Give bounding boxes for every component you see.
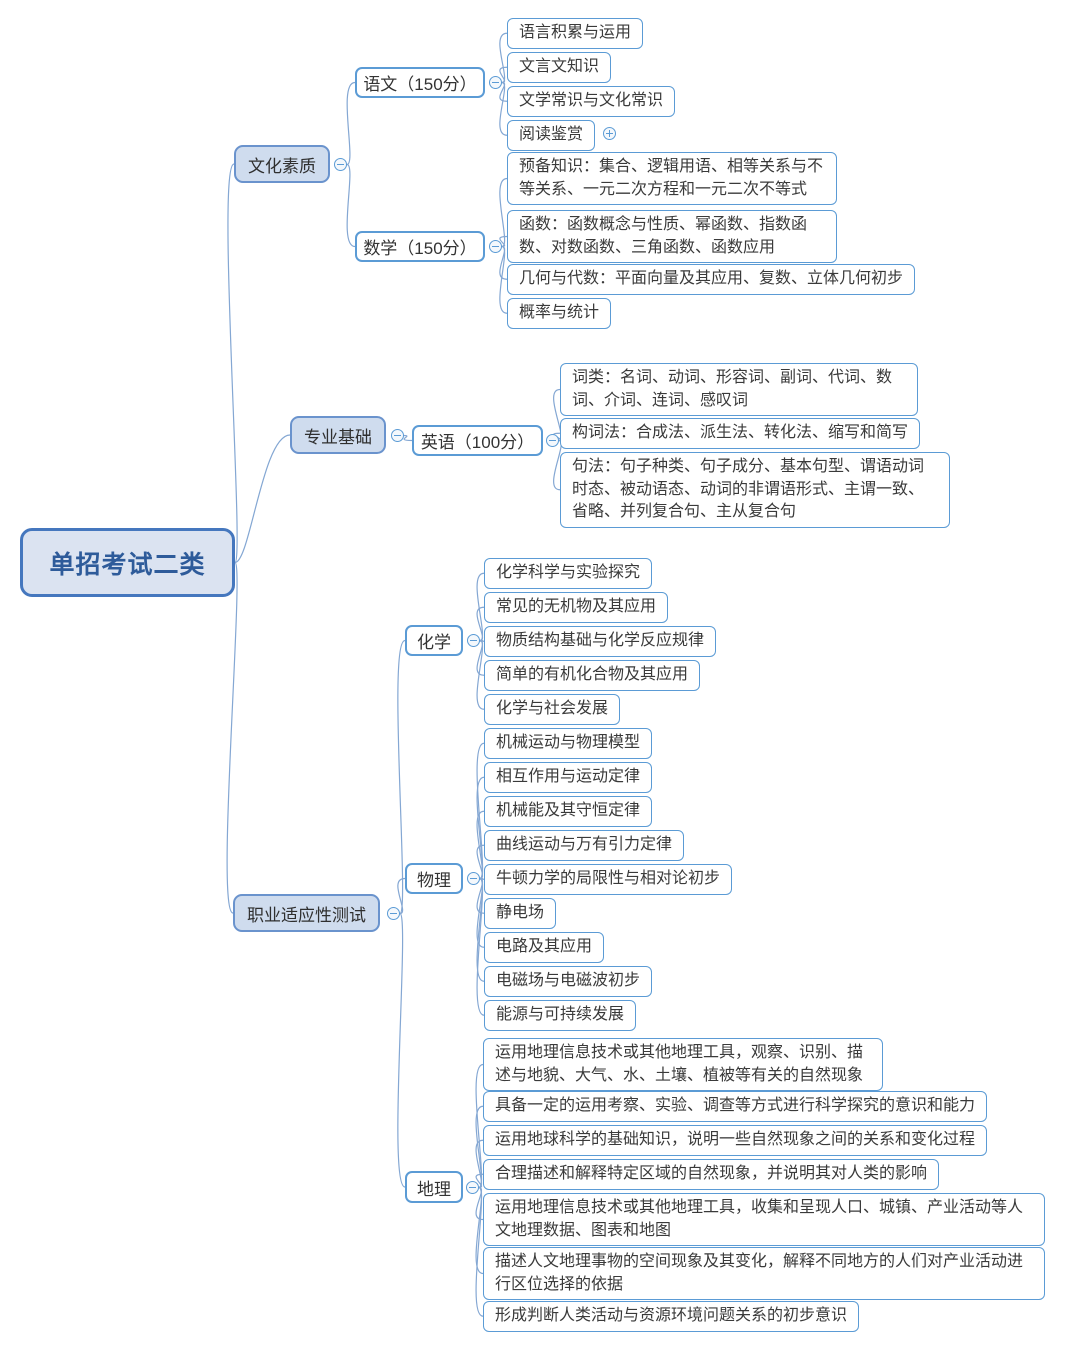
subject-node-geography[interactable]: 地理 <box>405 1171 463 1203</box>
collapse-icon[interactable] <box>467 634 480 647</box>
subject-node-english[interactable]: 英语（100分） <box>412 425 543 456</box>
collapse-icon[interactable] <box>489 240 502 253</box>
collapse-icon[interactable] <box>489 76 502 89</box>
topic-node[interactable]: 预备知识：集合、逻辑用语、相等关系与不等关系、一元二次方程和一元二次不等式 <box>507 152 837 205</box>
branch-node-major-foundation[interactable]: 专业基础 <box>290 416 386 454</box>
topic-node[interactable]: 曲线运动与万有引力定律 <box>484 830 685 861</box>
topic-node[interactable]: 运用地理信息技术或其他地理工具，观察、识别、描述与地貌、大气、水、土壤、植被等有… <box>483 1038 883 1091</box>
topic-node[interactable]: 具备一定的运用考察、实验、调查等方式进行科学探究的意识和能力 <box>483 1091 988 1122</box>
topic-node[interactable]: 化学科学与实验探究 <box>484 558 653 589</box>
collapse-icon[interactable] <box>334 158 347 171</box>
subject-node-math[interactable]: 数学（150分） <box>355 231 485 262</box>
topic-node[interactable]: 电磁场与电磁波初步 <box>484 966 653 997</box>
topic-node[interactable]: 能源与可持续发展 <box>484 1000 637 1031</box>
topic-node[interactable]: 电路及其应用 <box>484 932 605 963</box>
topic-node[interactable]: 形成判断人类活动与资源环境问题关系的初步意识 <box>483 1301 860 1332</box>
expand-icon[interactable] <box>603 127 616 140</box>
subject-node-chinese[interactable]: 语文（150分） <box>355 67 485 98</box>
topic-node[interactable]: 简单的有机化合物及其应用 <box>484 660 701 691</box>
topic-node[interactable]: 几何与代数：平面向量及其应用、复数、立体几何初步 <box>507 264 916 295</box>
topic-node[interactable]: 文学常识与文化常识 <box>507 86 676 117</box>
topic-node[interactable]: 物质结构基础与化学反应规律 <box>484 626 717 657</box>
collapse-icon[interactable] <box>466 1181 479 1194</box>
topic-node[interactable]: 合理描述和解释特定区域的自然现象，并说明其对人类的影响 <box>483 1159 940 1190</box>
topic-node[interactable]: 文言文知识 <box>507 52 612 83</box>
topic-node[interactable]: 静电场 <box>484 898 557 929</box>
topic-node[interactable]: 机械运动与物理模型 <box>484 728 653 759</box>
topic-node[interactable]: 句法：句子种类、句子成分、基本句型、谓语动词时态、被动语态、动词的非谓语形式、主… <box>560 452 950 528</box>
topic-node[interactable]: 函数：函数概念与性质、幂函数、指数函数、对数函数、三角函数、函数应用 <box>507 210 837 263</box>
collapse-icon[interactable] <box>387 907 400 920</box>
topic-node[interactable]: 运用地理信息技术或其他地理工具，收集和呈现人口、城镇、产业活动等人文地理数据、图… <box>483 1193 1045 1246</box>
topic-node[interactable]: 描述人文地理事物的空间现象及其变化，解释不同地方的人们对产业活动进行区位选择的依… <box>483 1247 1045 1300</box>
topic-node[interactable]: 相互作用与运动定律 <box>484 762 653 793</box>
topic-node[interactable]: 概率与统计 <box>507 298 612 329</box>
branch-node-culture-quality[interactable]: 文化素质 <box>234 145 330 183</box>
topic-node[interactable]: 机械能及其守恒定律 <box>484 796 653 827</box>
topic-node[interactable]: 牛顿力学的局限性与相对论初步 <box>484 864 733 895</box>
subject-node-chemistry[interactable]: 化学 <box>405 625 463 656</box>
topic-node[interactable]: 阅读鉴赏 <box>507 120 596 151</box>
topic-node[interactable]: 运用地球科学的基础知识，说明一些自然现象之间的关系和变化过程 <box>483 1125 988 1156</box>
subject-node-physics[interactable]: 物理 <box>405 863 463 894</box>
collapse-icon[interactable] <box>467 872 480 885</box>
root-node[interactable]: 单招考试二类 <box>20 528 235 597</box>
topic-node[interactable]: 语言积累与运用 <box>507 18 644 49</box>
collapse-icon[interactable] <box>546 434 559 447</box>
topic-node[interactable]: 常见的无机物及其应用 <box>484 592 669 623</box>
branch-node-vocational-aptitude-test[interactable]: 职业适应性测试 <box>233 894 380 932</box>
topic-node[interactable]: 化学与社会发展 <box>484 694 621 725</box>
topic-node[interactable]: 词类：名词、动词、形容词、副词、代词、数词、介词、连词、感叹词 <box>560 363 918 416</box>
topic-node[interactable]: 构词法：合成法、派生法、转化法、缩写和简写 <box>560 418 921 449</box>
collapse-icon[interactable] <box>391 429 404 442</box>
